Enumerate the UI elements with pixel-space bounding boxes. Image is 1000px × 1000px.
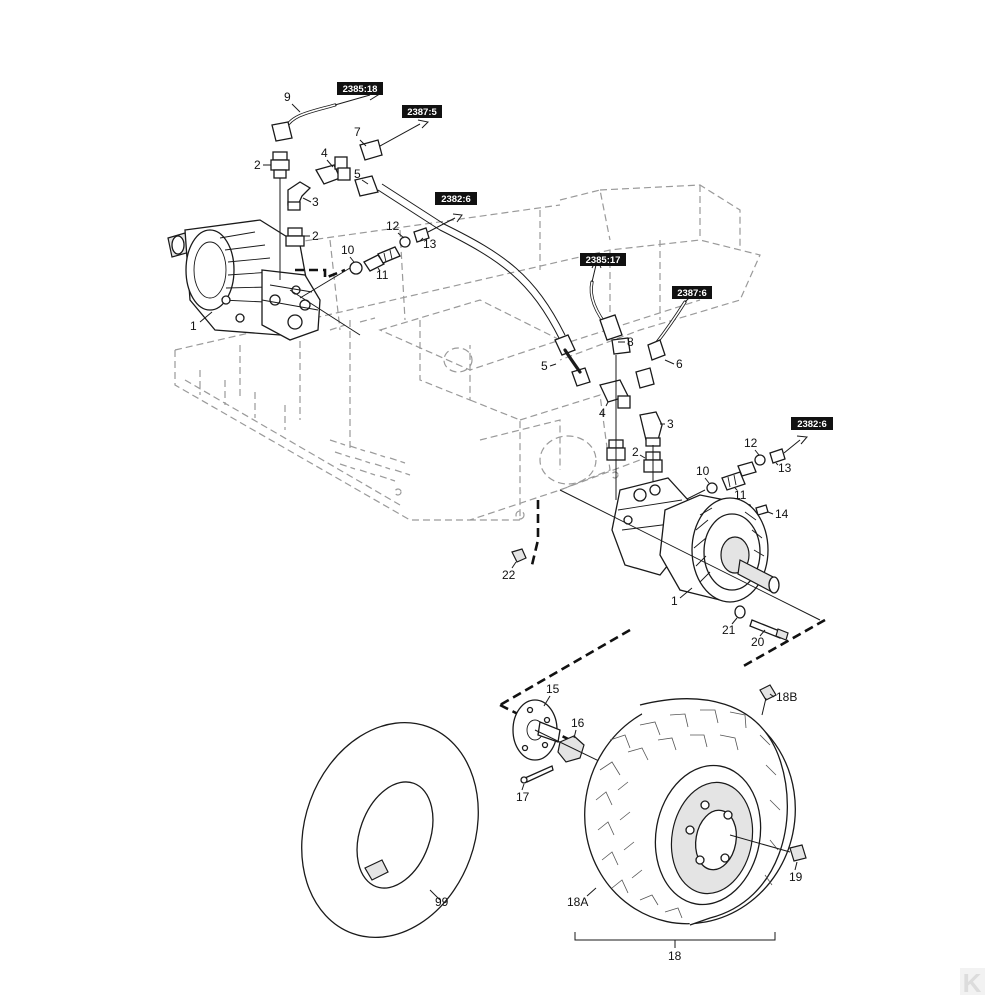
lbl-20: 20 <box>751 635 765 649</box>
lbl-12b: 12 <box>744 436 758 450</box>
lbl-13a: 13 <box>423 237 437 251</box>
ref-c: 2382:6 <box>441 194 471 205</box>
lbl-3a: 3 <box>312 195 319 209</box>
lbl-2b: 2 <box>312 229 319 243</box>
ref-a: 2385:18 <box>343 84 378 95</box>
lbl-10b: 10 <box>696 464 710 478</box>
lbl-9: 9 <box>284 90 291 104</box>
lbl-14: 14 <box>775 507 789 521</box>
left-wheel-motor <box>167 219 361 341</box>
lbl-8: 8 <box>627 335 634 349</box>
ref-badge[interactable]: 2382:6 <box>435 192 477 205</box>
ref-badge[interactable]: 2387:6 <box>672 286 712 299</box>
lbl-11a: 11 <box>376 268 389 282</box>
ref-badge[interactable]: 2385:18 <box>337 82 383 95</box>
lbl-18a: 18A <box>567 895 588 909</box>
wheel-tire-assembly <box>584 684 807 926</box>
inner-tube <box>301 721 479 939</box>
chassis-frame <box>174 184 761 521</box>
part-labels: 9 2 7 4 5 3 2 12 13 10 11 1 8 5 6 4 3 2 … <box>190 90 803 963</box>
reference-badges: 2385:18 2387:5 2382:6 2385:17 2387:6 238… <box>337 82 833 430</box>
right-wheel-motor <box>511 477 821 641</box>
lbl-6: 6 <box>676 357 683 371</box>
assembly-dash-left <box>530 500 540 566</box>
lbl-11b: 11 <box>734 488 747 502</box>
lbl-12a: 12 <box>386 219 400 233</box>
lbl-5a: 5 <box>354 167 361 181</box>
lbl-99: 99 <box>435 895 449 909</box>
ref-e: 2387:6 <box>677 288 707 299</box>
wheel-hub-assembly <box>512 699 701 811</box>
lbl-13b: 13 <box>778 461 792 475</box>
lbl-4b: 4 <box>599 406 606 420</box>
brand-logo-text: K <box>963 968 982 998</box>
lbl-7a: 7 <box>354 125 361 139</box>
lbl-18: 18 <box>668 949 682 963</box>
ref-badge[interactable]: 2382:6 <box>791 417 833 430</box>
ref-badge[interactable]: 2385:17 <box>580 253 626 266</box>
lbl-2a: 2 <box>254 158 261 172</box>
lbl-1a: 1 <box>190 319 197 333</box>
lbl-15: 15 <box>546 682 560 696</box>
ref-b: 2387:5 <box>407 107 437 118</box>
lbl-2c: 2 <box>632 445 639 459</box>
lbl-21: 21 <box>722 623 736 637</box>
lbl-19: 19 <box>789 870 803 884</box>
lbl-10a: 10 <box>341 243 355 257</box>
lbl-5b: 5 <box>541 359 548 373</box>
center-fitting-stack <box>554 256 809 516</box>
ref-d: 2385:17 <box>586 255 621 266</box>
lbl-1b: 1 <box>671 594 678 608</box>
bracket-18 <box>574 932 776 948</box>
lbl-16: 16 <box>571 716 585 730</box>
brand-logo: K <box>960 968 985 998</box>
left-fitting-stack <box>270 91 566 341</box>
lbl-4a: 4 <box>321 146 328 160</box>
lbl-17: 17 <box>516 790 530 804</box>
lbl-22: 22 <box>502 568 516 582</box>
ref-f: 2382:6 <box>797 419 827 430</box>
lbl-18b: 18B <box>776 690 797 704</box>
ref-badge[interactable]: 2387:5 <box>402 105 442 118</box>
lbl-3b: 3 <box>667 417 674 431</box>
